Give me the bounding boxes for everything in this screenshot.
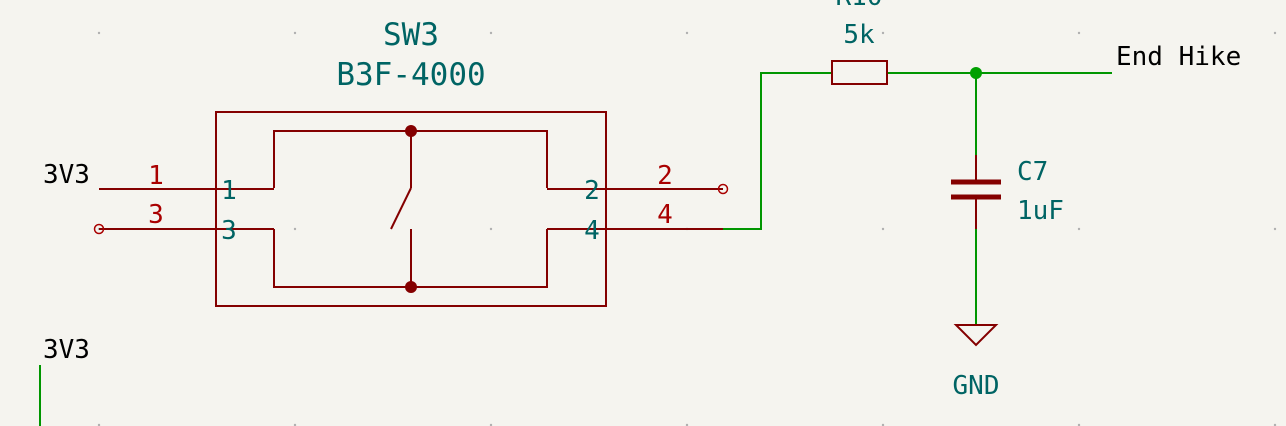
capacitor-c7[interactable]: C7 1uF (951, 155, 1064, 229)
pin-name-4: 4 (584, 216, 600, 246)
grid-dot (1077, 227, 1081, 231)
no-connect-pin-2 (717, 183, 729, 195)
net-label-end-hike[interactable]: End Hike (1116, 42, 1241, 72)
grid-dot (881, 227, 885, 231)
gnd-symbol[interactable]: GND (953, 324, 1000, 401)
switch-body-outline (215, 111, 607, 307)
pin-number-3: 3 (148, 200, 164, 230)
capacitor-reference: C7 (1017, 157, 1048, 187)
pin-name-3: 3 (221, 216, 237, 246)
grid-dot (1273, 31, 1277, 35)
wire-sw-to-resistor[interactable] (723, 72, 832, 230)
resistor-body (831, 60, 888, 85)
gnd-label: GND (953, 371, 1000, 401)
pin-number-1: 1 (148, 161, 164, 191)
switch-sw3[interactable]: SW3 B3F-4000 1 3 2 4 1 3 2 4 (93, 17, 729, 307)
grid-dot (685, 31, 689, 35)
grid-dot (1273, 423, 1277, 426)
grid-dot (1077, 423, 1081, 426)
grid-dot (489, 31, 493, 35)
grid-dot (881, 31, 885, 35)
switch-actuator (390, 187, 412, 230)
grid-dot (1077, 31, 1081, 35)
pin-number-2: 2 (657, 161, 673, 191)
switch-node-bottom (405, 281, 417, 293)
switch-value: B3F-4000 (336, 57, 485, 93)
pin-number-4: 4 (657, 200, 673, 230)
grid-dot (293, 423, 297, 426)
gnd-icon (953, 324, 999, 347)
grid-dot (97, 31, 101, 35)
switch-node-top (405, 125, 417, 137)
pin-name-1: 1 (221, 176, 237, 206)
grid-dot (1273, 227, 1277, 231)
switch-reference: SW3 (383, 17, 439, 53)
grid-dot (881, 423, 885, 426)
grid-dot (97, 423, 101, 426)
capacitor-value: 1uF (1017, 196, 1064, 226)
grid-dot (489, 423, 493, 426)
resistor-value: 5k (843, 20, 875, 50)
net-label-3v3-left[interactable]: 3V3 (43, 160, 90, 190)
grid-dot (489, 227, 493, 231)
pin-name-2: 2 (584, 176, 600, 206)
no-connect-pin-3 (93, 223, 105, 235)
net-label-3v3-bottom[interactable]: 3V3 (43, 335, 90, 365)
resistor-r10[interactable]: R10 5k (831, 0, 888, 85)
grid-dot (685, 423, 689, 426)
junction-dot (970, 67, 982, 79)
grid-dot (293, 31, 297, 35)
resistor-reference: R10 (836, 0, 883, 12)
grid-dot (293, 227, 297, 231)
